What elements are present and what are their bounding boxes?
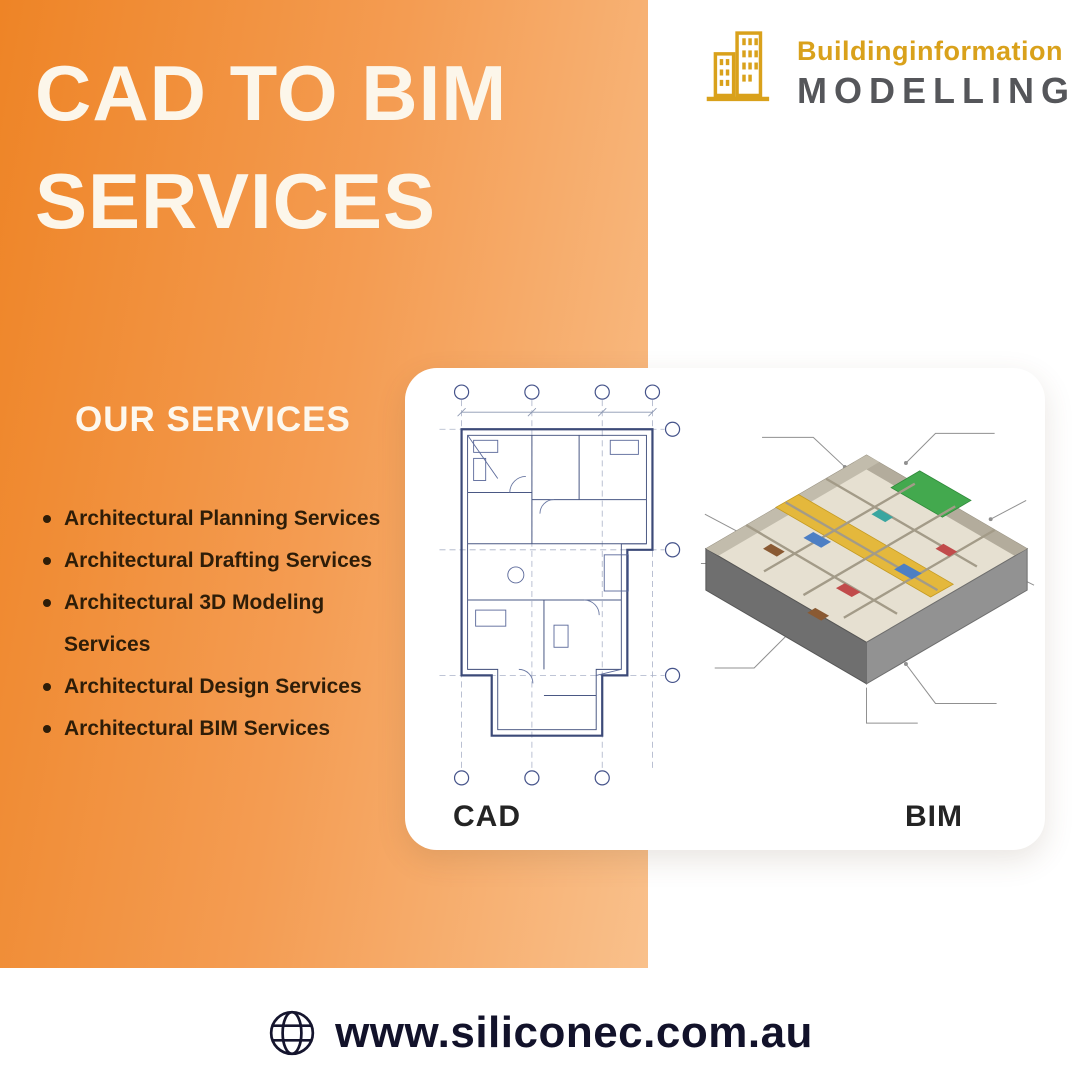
cad-floor-plan-image <box>439 384 681 786</box>
cad-bim-comparison-card: CAD <box>405 368 1045 850</box>
brand-name-top: Buildinginformation <box>797 36 1063 66</box>
buildings-icon <box>706 31 770 102</box>
page-title-line2: SERVICES <box>35 156 437 245</box>
website-link[interactable]: www.siliconec.com.au <box>335 1008 813 1057</box>
service-item-bim: Architectural BIM Services <box>38 708 412 750</box>
service-item-design: Architectural Design Services <box>38 666 412 708</box>
bim-3d-model-image <box>700 432 1035 724</box>
brand-logo: Buildinginformation MODELLING <box>705 22 1069 112</box>
brand-name-bottom: MODELLING <box>797 70 1076 111</box>
service-item-3d-modeling: Architectural 3D Modeling Services <box>38 582 412 666</box>
bim-label: BIM <box>905 800 963 833</box>
service-item-planning: Architectural Planning Services <box>38 498 412 540</box>
page-title: CAD TO BIM SERVICES <box>35 40 635 255</box>
cad-label: CAD <box>453 800 521 833</box>
services-list: Architectural Planning Services Architec… <box>38 498 412 750</box>
service-item-drafting: Architectural Drafting Services <box>38 540 412 582</box>
footer: www.siliconec.com.au <box>0 1008 1080 1058</box>
page-title-line1: CAD TO BIM <box>35 49 508 137</box>
brand-logo-text: Buildinginformation MODELLING <box>797 22 1076 112</box>
globe-icon <box>269 1010 315 1056</box>
services-heading: OUR SERVICES <box>75 400 351 439</box>
